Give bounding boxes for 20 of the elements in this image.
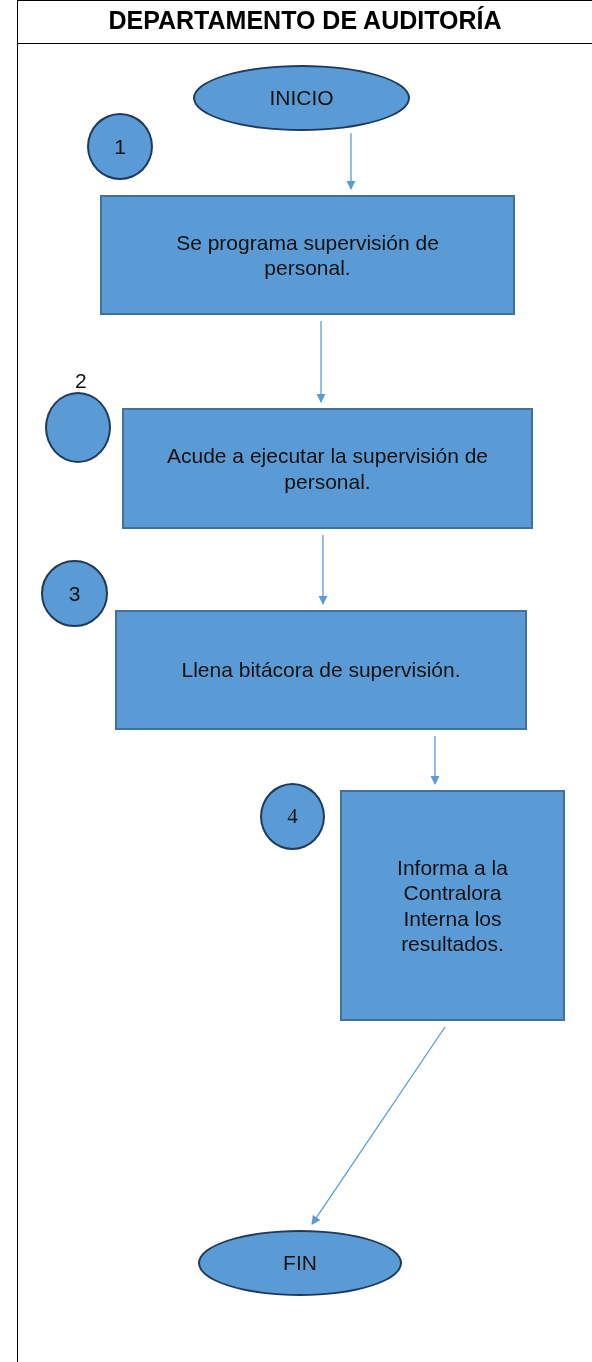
node-label: Informa a la Contralora Interna los resultados. bbox=[396, 855, 509, 956]
process-box bbox=[100, 195, 515, 315]
step-number: 1 bbox=[114, 133, 126, 160]
step-number: 3 bbox=[68, 580, 81, 607]
arrow bbox=[430, 735, 440, 785]
node-label: Acude a ejecutar la supervisión de personal. bbox=[166, 443, 489, 494]
arrow bbox=[316, 320, 326, 403]
process-box bbox=[122, 408, 533, 529]
node-label: Llena bitácora de supervisión. bbox=[181, 657, 461, 683]
node-label: INICIO bbox=[269, 85, 334, 111]
node-label: FIN bbox=[283, 1250, 317, 1276]
arrow bbox=[318, 534, 328, 605]
step-number: 2 bbox=[75, 370, 87, 391]
node-label: Se programa supervisión de personal. bbox=[175, 229, 440, 281]
process-box bbox=[340, 790, 565, 1021]
arrow bbox=[311, 1026, 446, 1225]
process-box bbox=[115, 610, 527, 730]
table-header: DEPARTAMENTO DE AUDITORÍA bbox=[107, 6, 503, 35]
step-number: 4 bbox=[287, 803, 298, 830]
arrow bbox=[346, 132, 356, 190]
